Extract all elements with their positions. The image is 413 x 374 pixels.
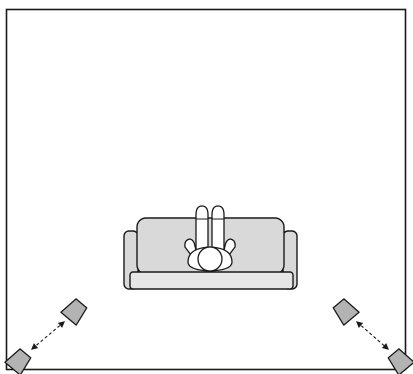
listener-right-leg — [211, 205, 225, 253]
sofa-seat-cushion — [129, 271, 294, 290]
speaker-rear-left-upper — [60, 298, 88, 326]
speaker-rear-left-lower — [4, 348, 32, 374]
connector-left-arrow — [30, 321, 66, 350]
listener-head — [197, 246, 223, 272]
connector-right-arrow — [356, 321, 389, 350]
listener — [184, 205, 236, 272]
sofa — [123, 217, 298, 290]
listener-left-leg — [195, 205, 209, 253]
speaker-rear-right-lower — [387, 348, 413, 374]
speaker-rear-right-upper — [332, 298, 360, 326]
